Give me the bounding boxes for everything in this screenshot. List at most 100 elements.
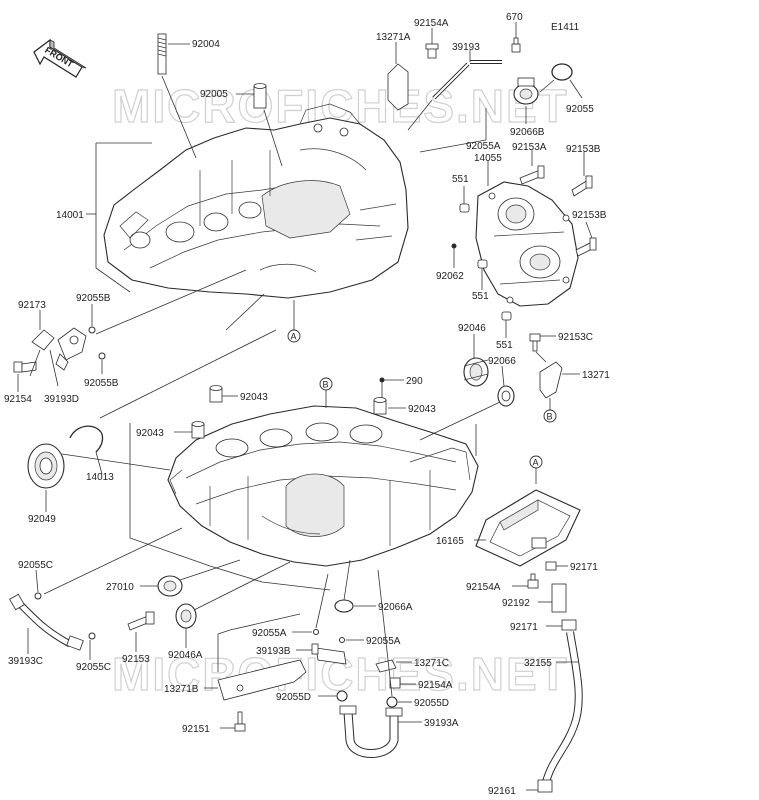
dowel-92043-a: [209, 385, 223, 403]
pipe-39193B: [311, 643, 347, 665]
label-92161: 92161: [488, 786, 516, 797]
label-92173: 92173: [18, 300, 46, 311]
label-92151: 92151: [182, 724, 210, 735]
label-92055B-2: 92055B: [84, 378, 119, 389]
bracket-13271C: [375, 659, 397, 673]
label-551-3: 551: [496, 340, 513, 351]
clamp-92171-a: [545, 561, 557, 571]
svg-text:A: A: [291, 332, 297, 342]
label-39193B: 39193B: [256, 646, 291, 657]
clip-14013: [69, 425, 104, 453]
oring-92055A-b: [339, 637, 345, 643]
front-arrow-icon: FRONT: [33, 38, 87, 78]
label-92062: 92062: [436, 271, 464, 282]
oring-92055C-a: [34, 592, 42, 600]
label-92043-1: 92043: [240, 392, 268, 403]
label-39193A: 39193A: [424, 718, 459, 729]
label-551-2: 551: [472, 291, 489, 302]
oring-92055A-a: [313, 629, 319, 635]
svg-text:A: A: [533, 458, 539, 468]
pipe-92192: [551, 583, 567, 613]
dowel-551-b: [477, 259, 488, 269]
dowel-92043-c: [373, 397, 387, 415]
upper-crankcase: [103, 103, 409, 299]
label-13271A: 13271A: [376, 32, 411, 43]
oring-92055C-b: [88, 632, 96, 640]
seal-92066A: [334, 599, 354, 613]
seal-92066B: [513, 77, 539, 105]
bolt-92153: [127, 611, 155, 631]
bolt-92154A-low: [389, 677, 401, 689]
label-92154A-top: 92154A: [414, 18, 449, 29]
label-32155: 32155: [524, 658, 552, 669]
label-92055D-2: 92055D: [414, 698, 449, 709]
svg-text:B: B: [547, 412, 553, 422]
svg-text:B: B: [323, 380, 329, 390]
label-92066B: 92066B: [510, 127, 545, 138]
bracket-13271: [539, 361, 563, 399]
label-290: 290: [406, 376, 423, 387]
bolt-92154A-mid: [527, 573, 539, 589]
label-92066A: 92066A: [378, 602, 413, 613]
plate-13271B: [217, 659, 307, 701]
label-92043-2: 92043: [136, 428, 164, 439]
label-92153C: 92153C: [558, 332, 593, 343]
clamp-92171-b: [561, 619, 577, 631]
bolt-92153B-lower: [575, 237, 597, 257]
label-14001: 14001: [56, 210, 84, 221]
label-39193D: 39193D: [44, 394, 79, 405]
ref-marker-b-lower: B: [319, 377, 333, 391]
bolt-92151: [234, 711, 246, 732]
label-92049: 92049: [28, 514, 56, 525]
label-92055D-1: 92055D: [276, 692, 311, 703]
bolt-92154: [13, 361, 37, 373]
seal-92066: [497, 385, 515, 407]
diagram-code: E1411: [551, 22, 580, 33]
label-92153B-2: 92153B: [572, 210, 607, 221]
bolt-92153B-upper: [571, 175, 593, 197]
label-92192: 92192: [502, 598, 530, 609]
label-14013: 14013: [86, 472, 114, 483]
label-16165: 16165: [436, 536, 464, 547]
bracket-13271A: [387, 63, 409, 111]
label-92055A-2: 92055A: [366, 636, 401, 647]
label-551-1: 551: [452, 174, 469, 185]
oring-92055B-a: [88, 326, 96, 334]
plug-92062: [451, 243, 457, 249]
label-670: 670: [506, 12, 523, 23]
plug-670: [511, 37, 521, 53]
label-92154: 92154: [4, 394, 32, 405]
ref-marker-a-right: A: [529, 455, 543, 469]
switch-27010: [157, 575, 183, 597]
label-39193C: 39193C: [8, 656, 43, 667]
dowel-551-a: [459, 203, 470, 213]
label-13271B: 13271B: [164, 684, 199, 695]
label-92005: 92005: [200, 89, 228, 100]
bearing-92046A: [175, 603, 197, 629]
ref-marker-a-upper: A: [287, 329, 301, 343]
label-92055C-2: 92055C: [76, 662, 111, 673]
label-92055B-1: 92055B: [76, 293, 111, 304]
bolt-92153C: [529, 333, 541, 352]
label-92171-1: 92171: [570, 562, 598, 573]
oil-seal-92049: [27, 443, 65, 489]
plug-290: [379, 377, 385, 383]
label-14055: 14055: [474, 153, 502, 164]
label-39193: 39193: [452, 42, 480, 53]
label-92043-3: 92043: [408, 404, 436, 415]
label-92154A-mid: 92154A: [466, 582, 501, 593]
bearing-92046: [463, 357, 489, 387]
dowel-92005: [253, 83, 267, 109]
stud-92004: [157, 33, 167, 75]
oring-92055D-a: [336, 690, 348, 702]
cover-16165: [475, 489, 581, 567]
label-92154A-low: 92154A: [418, 680, 453, 691]
oring-92055B-b: [98, 352, 106, 360]
label-92171-2: 92171: [510, 622, 538, 633]
pipe-39193A: [339, 705, 403, 758]
label-92055-top: 92055: [566, 104, 594, 115]
label-92004: 92004: [192, 39, 220, 50]
label-92055C-1: 92055C: [18, 560, 53, 571]
label-92153A: 92153A: [512, 142, 547, 153]
